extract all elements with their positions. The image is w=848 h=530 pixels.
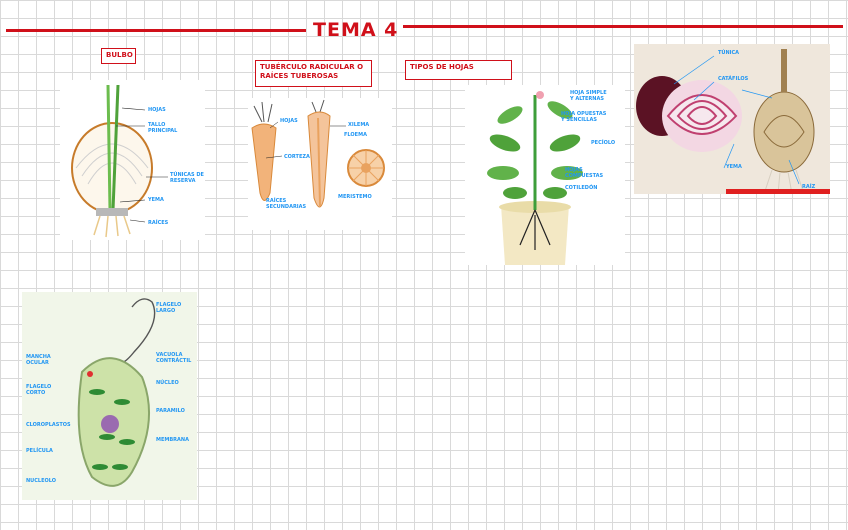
carrot-illustration	[248, 98, 392, 230]
euglena-label: NÚCLEO	[156, 380, 179, 386]
leaf-label: PECÍOLO	[591, 140, 615, 146]
section-tag-hojas: TIPOS DE HOJAS	[405, 60, 512, 80]
tuber-diagram: HOJAS RAÍCES SECUNDARIAS CORTEZA XILEMA …	[248, 98, 392, 230]
onion-label: TÚNICA	[718, 50, 739, 56]
leaf-label: COTILEDÓN	[565, 185, 597, 191]
bulb-label: HOJAS	[148, 107, 166, 113]
bulb-label: TALLO PRINCIPAL	[148, 122, 177, 134]
section-tag-tuberculo: TUBÉRCULO RADICULAR O RAÍCES TUBEROSAS	[255, 60, 372, 87]
onion-label: YEMA	[726, 164, 742, 170]
onion-label: CATÁFILOS	[718, 76, 748, 82]
euglena-label: MANCHA OCULAR	[26, 354, 51, 366]
euglena-label: FLAGELO CORTO	[26, 384, 51, 396]
page-title: TEMA 4	[313, 19, 398, 41]
euglena-illustration	[22, 292, 197, 500]
onion-photo: TÚNICA CATÁFILOS YEMA RAÍZ	[634, 44, 830, 194]
bulb-label: TÚNICAS DE RESERVA	[170, 172, 204, 184]
root-label: CORTEZA	[284, 154, 310, 160]
root-label: HOJAS	[280, 118, 298, 124]
header-line-right	[403, 25, 843, 28]
euglena-label: VACUOLA CONTRÁCTIL	[156, 352, 191, 364]
euglena-label: CLOROPLASTOS	[26, 422, 71, 428]
bulb-diagram: HOJAS TALLO PRINCIPAL TÚNICAS DE RESERVA…	[60, 80, 205, 240]
euglena-diagram: FLAGELO LARGO MANCHA OCULAR VACUOLA CONT…	[22, 292, 197, 500]
root-label: RAÍCES SECUNDARIAS	[266, 198, 306, 210]
root-label: XILEMA	[348, 122, 369, 128]
euglena-label: PARAMILO	[156, 408, 185, 414]
root-label: FLOEMA	[344, 132, 367, 138]
onion-illustration	[634, 44, 830, 194]
bulb-illustration	[60, 80, 205, 240]
euglena-label: NUCLEOLO	[26, 478, 56, 484]
leaf-types-diagram: HOJA SIMPLE Y ALTERNAS HOJA OPUESTAS Y S…	[465, 85, 625, 265]
euglena-label: FLAGELO LARGO	[156, 302, 181, 314]
section-tag-bulbo: BULBO	[101, 48, 136, 64]
onion-label: RAÍZ	[802, 184, 815, 190]
euglena-label: PELÍCULA	[26, 448, 53, 454]
header-line-left	[6, 29, 306, 32]
euglena-label: MEMBRANA	[156, 437, 189, 443]
bulb-label: YEMA	[148, 197, 164, 203]
leaf-label: HOJA SIMPLE Y ALTERNAS	[570, 90, 607, 102]
bulb-label: RAÍCES	[148, 220, 168, 226]
root-label: MERISTEMO	[338, 194, 372, 200]
leaf-label: HOJAS COMPUESTAS	[565, 167, 603, 179]
leaf-label: HOJA OPUESTAS Y SENCILLAS	[561, 111, 606, 123]
